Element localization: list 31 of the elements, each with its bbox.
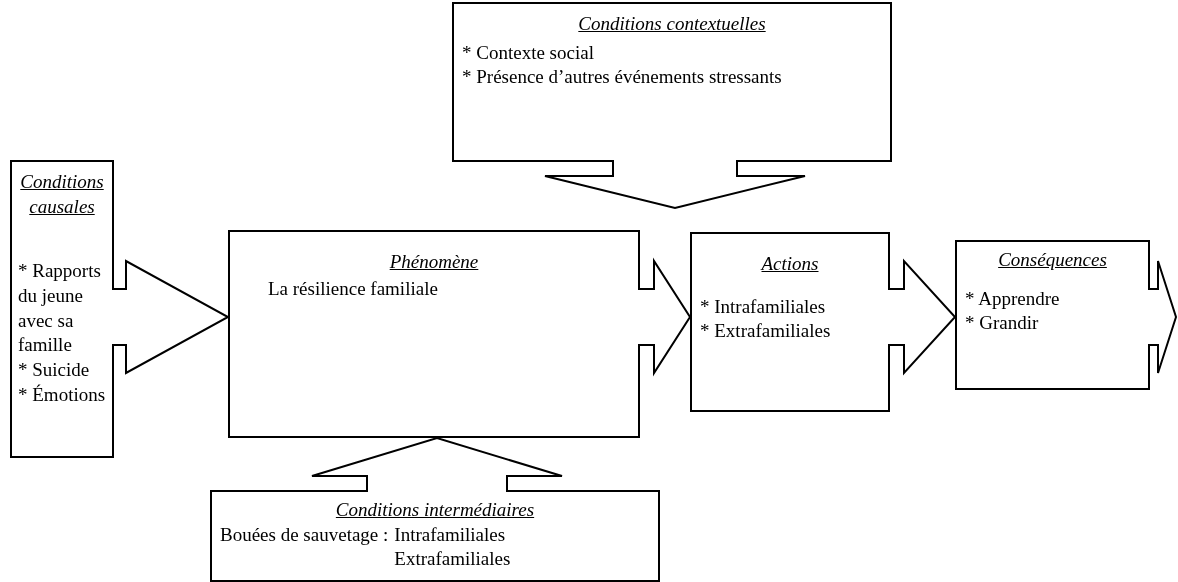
box-text: La résilience familiale	[267, 276, 439, 301]
box-heading: Conditions intermédiaires	[334, 498, 536, 522]
block-arrow	[544, 159, 806, 210]
box-text: * Intrafamiliales	[700, 294, 827, 319]
box-text: Bouées de sauvetage :	[220, 522, 389, 547]
text-box	[452, 2, 892, 162]
block-arrow	[111, 259, 231, 375]
box-heading: Conditions causales	[19, 170, 105, 219]
box-text: * Rapports du jeune avec sa famille	[18, 259, 102, 358]
box-text: * Grandir	[965, 311, 1040, 336]
box-heading: Conditions contextuelles	[577, 12, 767, 36]
box-heading: Actions	[759, 252, 820, 276]
text-box	[228, 230, 640, 438]
text-box	[690, 232, 890, 412]
block-arrow	[1147, 260, 1178, 374]
box-heading: Phénomène	[388, 250, 480, 274]
box-text: * Émotions	[18, 382, 106, 407]
box-text: Intrafamiliales	[394, 522, 507, 547]
box-text: * Présence d’autres événements stressants	[462, 65, 783, 90]
text-box	[955, 240, 1150, 390]
block-arrow	[637, 257, 692, 377]
text-box	[210, 490, 660, 582]
text-box	[10, 160, 114, 458]
block-arrow	[887, 258, 957, 376]
box-text: Extrafamiliales	[394, 547, 511, 572]
box-text: * Extrafamiliales	[700, 319, 832, 344]
box-heading: Conséquences	[997, 248, 1108, 272]
box-text: * Contexte social	[462, 40, 595, 65]
box-text: * Suicide	[18, 358, 91, 383]
block-arrow	[311, 436, 563, 493]
box-text: * Apprendre	[965, 286, 1061, 311]
